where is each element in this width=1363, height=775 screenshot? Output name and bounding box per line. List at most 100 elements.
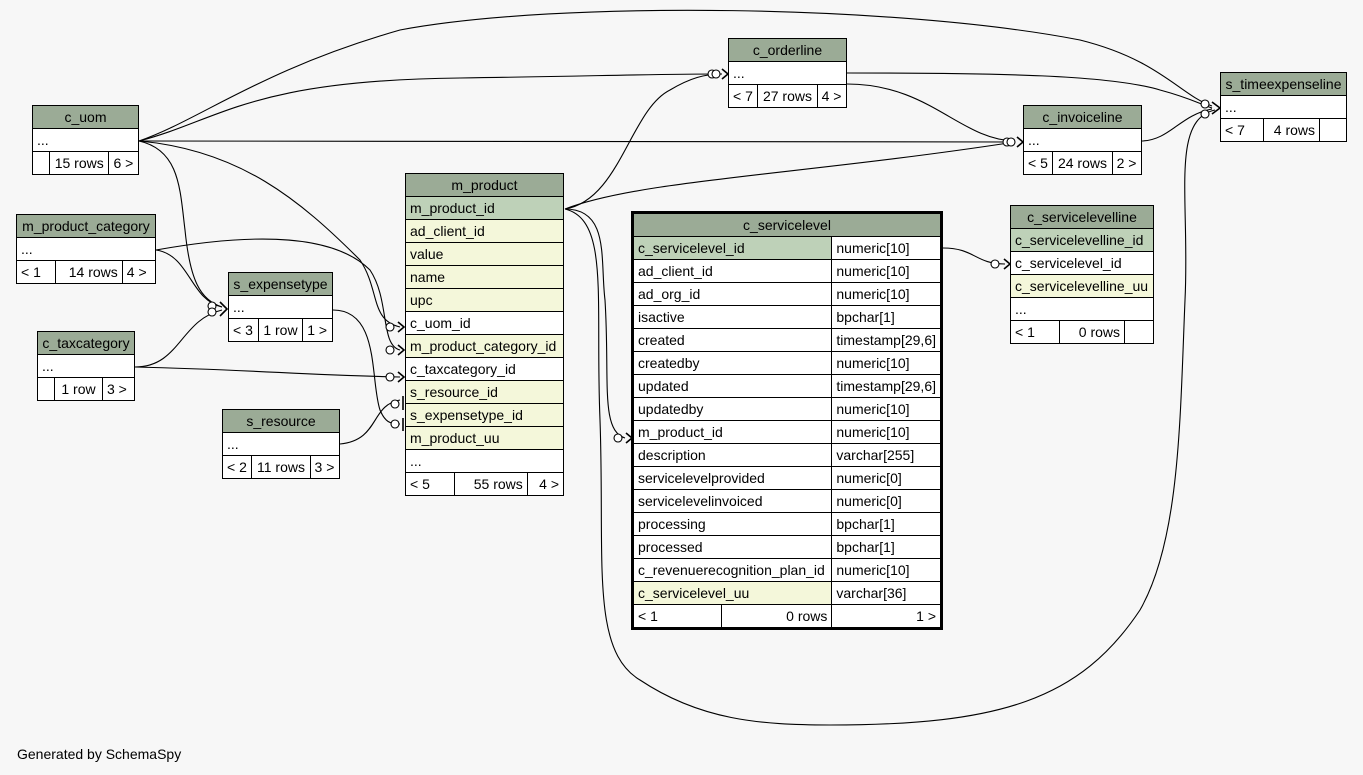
column-row: ...: [222, 432, 340, 456]
parents-count[interactable]: < 5: [405, 472, 455, 496]
edge-product-servicelevel: [564, 208, 626, 439]
table-title[interactable]: s_timeexpenseline: [1220, 72, 1347, 96]
parents-count[interactable]: < 7: [727, 84, 759, 108]
table-s-timeexpenseline[interactable]: s_timeexpenseline ... < 7 4 rows: [1220, 72, 1347, 142]
children-count[interactable]: 4 >: [121, 260, 157, 284]
table-m-product[interactable]: m_product m_product_id ad_client_id valu…: [405, 173, 565, 496]
edge-uom-expensetype: [138, 140, 223, 308]
table-s-expensetype[interactable]: s_expensetype ... < 3 1 row 1 >: [228, 272, 333, 342]
column-type: varchar[255]: [831, 443, 942, 467]
column-row: ...: [405, 449, 564, 473]
parents-count[interactable]: < 2: [221, 455, 253, 479]
table-title[interactable]: c_servicelevel: [632, 212, 942, 237]
column-name: c_servicelevel_id: [631, 236, 833, 260]
parents-count[interactable]: [37, 377, 55, 401]
table-title[interactable]: c_servicelevelline: [1010, 205, 1154, 229]
column-row: ...: [728, 61, 847, 85]
table-m-product-category[interactable]: m_product_category ... < 1 14 rows 4 >: [16, 214, 157, 284]
edge-orderline-invoiceline: [846, 83, 1016, 142]
children-count[interactable]: [1124, 320, 1154, 344]
table-title[interactable]: m_product_category: [16, 214, 156, 238]
edge-expensetype-product: [332, 309, 401, 425]
column-name: processed: [631, 535, 833, 559]
parents-count[interactable]: < 7: [1220, 118, 1264, 142]
children-count[interactable]: [1319, 118, 1347, 142]
column-row: c_servicelevelline_uu: [1010, 274, 1154, 298]
edge-product-invoiceline: [564, 141, 1016, 210]
column-row: value: [405, 242, 564, 266]
children-count[interactable]: 1 >: [302, 318, 333, 342]
children-count[interactable]: 4 >: [526, 472, 565, 496]
column-row: ...: [228, 295, 333, 319]
table-title[interactable]: s_resource: [222, 409, 340, 433]
table-c-orderline[interactable]: c_orderline ... < 7 27 rows 4 >: [727, 38, 848, 108]
edge-uom-orderline: [138, 73, 723, 142]
column-row: m_product_category_id: [405, 334, 564, 358]
column-row: ...: [32, 128, 139, 152]
column-type: bpchar[1]: [831, 305, 942, 329]
table-c-uom[interactable]: c_uom ... 15 rows 6 >: [32, 105, 139, 175]
children-count[interactable]: 2 >: [1111, 151, 1143, 175]
column-row: c_servicelevelline_id: [1010, 228, 1154, 252]
row-count: 11 rows: [251, 455, 311, 479]
column-row: c_uom_id: [405, 311, 564, 335]
column-name: servicelevelinvoiced: [631, 489, 833, 513]
table-c-invoiceline[interactable]: c_invoiceline ... < 5 24 rows 2 >: [1022, 105, 1143, 175]
children-count[interactable]: 6 >: [108, 151, 139, 175]
row-count: 1 row: [54, 377, 103, 401]
table-c-taxcategory[interactable]: c_taxcategory ... 1 row 3 >: [37, 331, 136, 401]
children-count[interactable]: 4 >: [816, 84, 848, 108]
children-count[interactable]: 3 >: [309, 455, 341, 479]
column-name: isactive: [631, 305, 833, 329]
parents-count[interactable]: < 1: [16, 260, 56, 284]
column-name: ad_org_id: [631, 282, 833, 306]
row-count: 0 rows: [720, 604, 833, 629]
parents-count[interactable]: < 5: [1022, 151, 1054, 175]
children-count[interactable]: 3 >: [101, 377, 136, 401]
column-name: updated: [631, 374, 833, 398]
column-type: numeric[10]: [831, 259, 942, 283]
table-title[interactable]: c_taxcategory: [37, 331, 135, 355]
column-row: m_product_uu: [405, 426, 564, 450]
table-s-resource[interactable]: s_resource ... < 2 11 rows 3 >: [221, 409, 341, 479]
row-count: 24 rows: [1052, 151, 1113, 175]
column-type: numeric[10]: [831, 558, 942, 582]
table-c-servicelevelline[interactable]: c_servicelevelline c_servicelevelline_id…: [1010, 205, 1154, 344]
column-name: ad_client_id: [631, 259, 833, 283]
row-count: 27 rows: [757, 84, 818, 108]
table-title[interactable]: s_expensetype: [228, 272, 333, 296]
column-name: servicelevelprovided: [631, 466, 833, 490]
parents-count[interactable]: [32, 151, 50, 175]
edge-orderline-timeexpenseline: [846, 72, 1213, 109]
column-row: ...: [1010, 297, 1154, 321]
table-title[interactable]: c_uom: [32, 105, 139, 129]
column-type: numeric[10]: [831, 397, 942, 421]
column-row: upc: [405, 288, 564, 312]
column-name: createdby: [631, 351, 833, 375]
column-row: s_resource_id: [405, 380, 564, 404]
column-type: bpchar[1]: [831, 535, 942, 559]
table-title[interactable]: c_orderline: [728, 38, 847, 62]
column-row: s_expensetype_id: [405, 403, 564, 427]
table-title[interactable]: c_invoiceline: [1023, 105, 1142, 129]
edge-taxcategory-product: [134, 366, 401, 378]
children-count[interactable]: 1 >: [831, 604, 942, 629]
table-title[interactable]: m_product: [405, 173, 564, 197]
parents-count[interactable]: < 1: [632, 604, 722, 629]
parents-count[interactable]: < 1: [1010, 320, 1060, 344]
row-count: 0 rows: [1059, 320, 1125, 344]
parents-count[interactable]: < 3: [228, 318, 259, 342]
